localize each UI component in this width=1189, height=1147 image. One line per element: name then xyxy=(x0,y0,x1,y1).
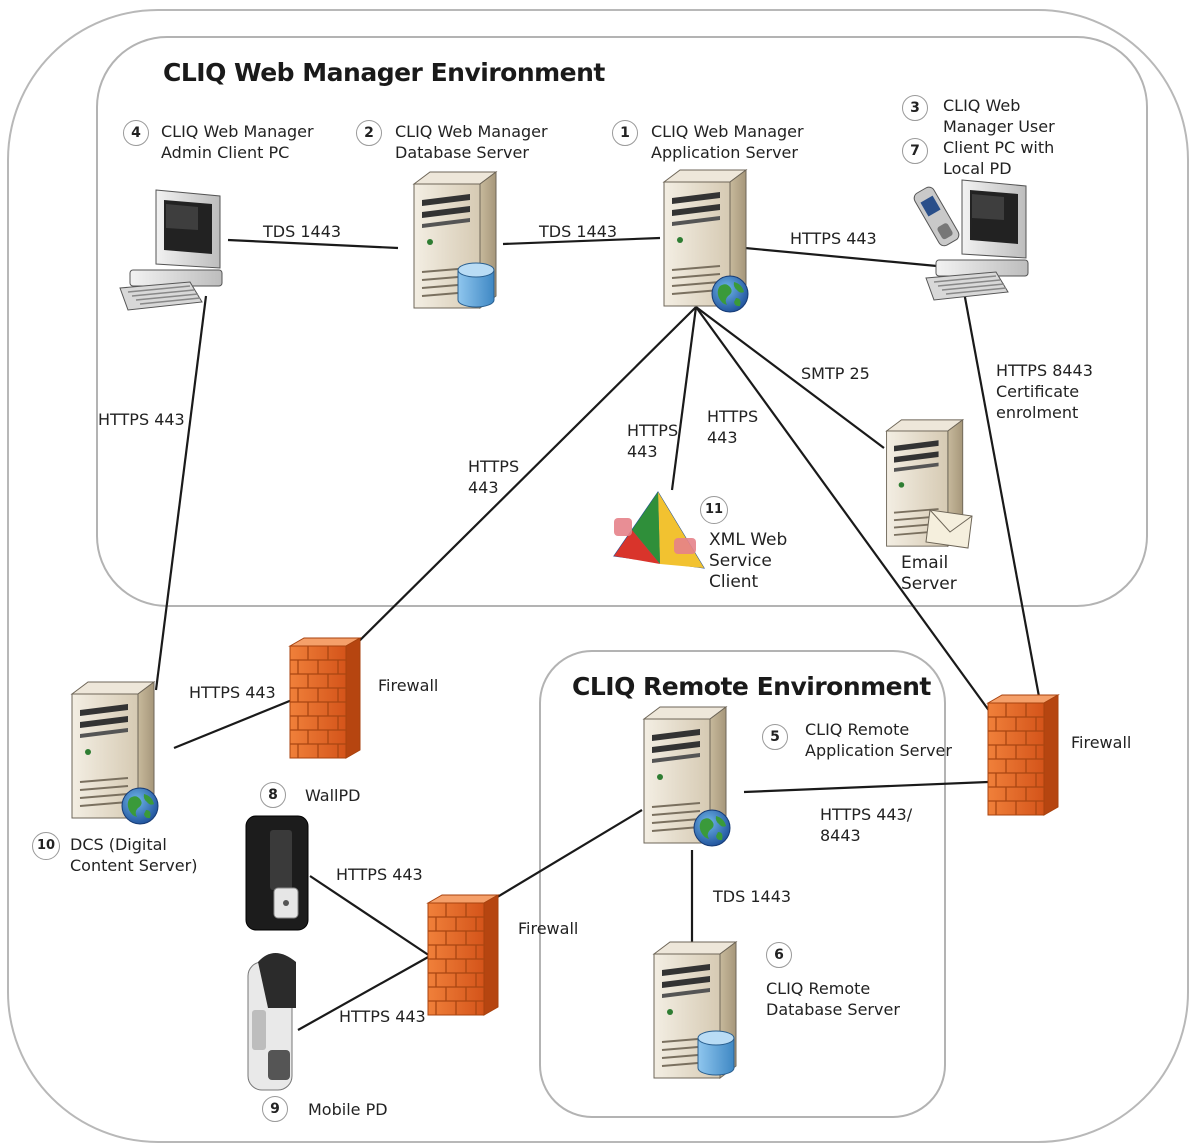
line-app-userpc xyxy=(744,246,959,270)
db-server-label: CLIQ Web Manager Database Server xyxy=(395,122,548,162)
wallpd-label: WallPD xyxy=(305,786,361,805)
conn-db-app: TDS 1443 xyxy=(539,222,618,241)
conn-app-fwleft: HTTPS 443 xyxy=(468,457,520,497)
line-app-email xyxy=(695,306,885,449)
badge-7: 7 xyxy=(902,138,928,164)
badge-9: 9 xyxy=(262,1096,288,1122)
globe-icon xyxy=(711,275,749,313)
mobilepd-icon xyxy=(247,953,296,1091)
line-app-fwright xyxy=(695,306,991,713)
line-admin-db xyxy=(227,238,399,250)
conn-dcs-fw: HTTPS 443 xyxy=(189,683,276,702)
conn-mobilepd-fw: HTTPS 443 xyxy=(339,1007,426,1026)
conn-admin-dcs: HTTPS 443 xyxy=(98,410,185,429)
firewall-right-icon xyxy=(987,694,1059,816)
line-remote-fwbottom xyxy=(483,809,643,906)
line-admin-dcs xyxy=(154,295,208,691)
line-remote-fwright xyxy=(743,780,989,794)
connection-lines xyxy=(154,236,1042,1031)
line-userpc-fwright xyxy=(962,291,1042,703)
firewall-left-icon xyxy=(289,637,361,759)
firewall-bottom-label: Firewall xyxy=(518,919,579,938)
envelope-icon xyxy=(925,509,973,549)
globe-icon xyxy=(693,809,731,847)
app-server-label: CLIQ Web Manager Application Server xyxy=(651,122,804,162)
line-wallpd-fwbottom xyxy=(309,875,431,957)
remote-environment-title: CLIQ Remote Environment xyxy=(572,672,931,701)
badge-11: 11 xyxy=(700,496,728,524)
remote-environment-box xyxy=(539,650,946,1118)
mobilepd-label: Mobile PD xyxy=(308,1100,388,1119)
remote-db-label: CLIQ Remote Database Server xyxy=(766,979,900,1019)
line-app-fwleft xyxy=(339,306,697,661)
line-app-xml xyxy=(670,306,698,491)
badge-6: 6 xyxy=(766,942,792,968)
line-mobilepd-fwbottom xyxy=(297,955,431,1031)
firewall-bottom-icon xyxy=(427,894,499,1016)
badge-3: 3 xyxy=(902,95,928,121)
conn-remote-fwright: HTTPS 443/ 8443 xyxy=(820,805,913,845)
conn-remote-db: TDS 1443 xyxy=(713,887,792,906)
badge-5: 5 xyxy=(762,724,788,750)
conn-app-smtp: SMTP 25 xyxy=(801,364,870,383)
conn-app-xml: HTTPS 443 xyxy=(627,421,679,461)
remote-app-label: CLIQ Remote Application Server xyxy=(805,720,952,760)
firewall-left-label: Firewall xyxy=(378,676,439,695)
badge-1: 1 xyxy=(612,120,638,146)
db-cylinder-icon xyxy=(697,1030,735,1076)
db-cylinder-icon xyxy=(457,262,495,308)
xml-client-label: XML Web Service Client xyxy=(709,530,788,592)
admin-pc-label: CLIQ Web Manager Admin Client PC xyxy=(161,122,314,162)
line-db-app xyxy=(502,236,661,246)
xml-client-icon xyxy=(613,491,705,569)
web-manager-environment-box xyxy=(96,36,1148,607)
conn-app-user: HTTPS 443 xyxy=(790,229,877,248)
firewall-right-label: Firewall xyxy=(1071,733,1132,752)
conn-admin-db: TDS 1443 xyxy=(263,222,342,241)
conn-user-fw: HTTPS 8443 Certificate enrolment xyxy=(996,361,1093,422)
web-manager-environment-title: CLIQ Web Manager Environment xyxy=(163,58,605,87)
email-server-label: Email Server xyxy=(901,553,957,594)
wallpd-icon xyxy=(245,815,309,931)
badge-10: 10 xyxy=(32,832,60,860)
conn-app-fwright: HTTPS 443 xyxy=(707,407,759,447)
badge-8: 8 xyxy=(260,782,286,808)
line-dcs-fwleft xyxy=(173,698,293,750)
conn-wallpd-fw: HTTPS 443 xyxy=(336,865,423,884)
dcs-label: DCS (Digital Content Server) xyxy=(70,835,198,875)
local-pd-icon xyxy=(913,186,960,247)
globe-icon xyxy=(121,787,159,825)
badge-2: 2 xyxy=(356,120,382,146)
user-pc-label: CLIQ Web Manager User Client PC with Loc… xyxy=(943,96,1055,178)
outer-frame xyxy=(7,9,1189,1143)
badge-4: 4 xyxy=(123,120,149,146)
